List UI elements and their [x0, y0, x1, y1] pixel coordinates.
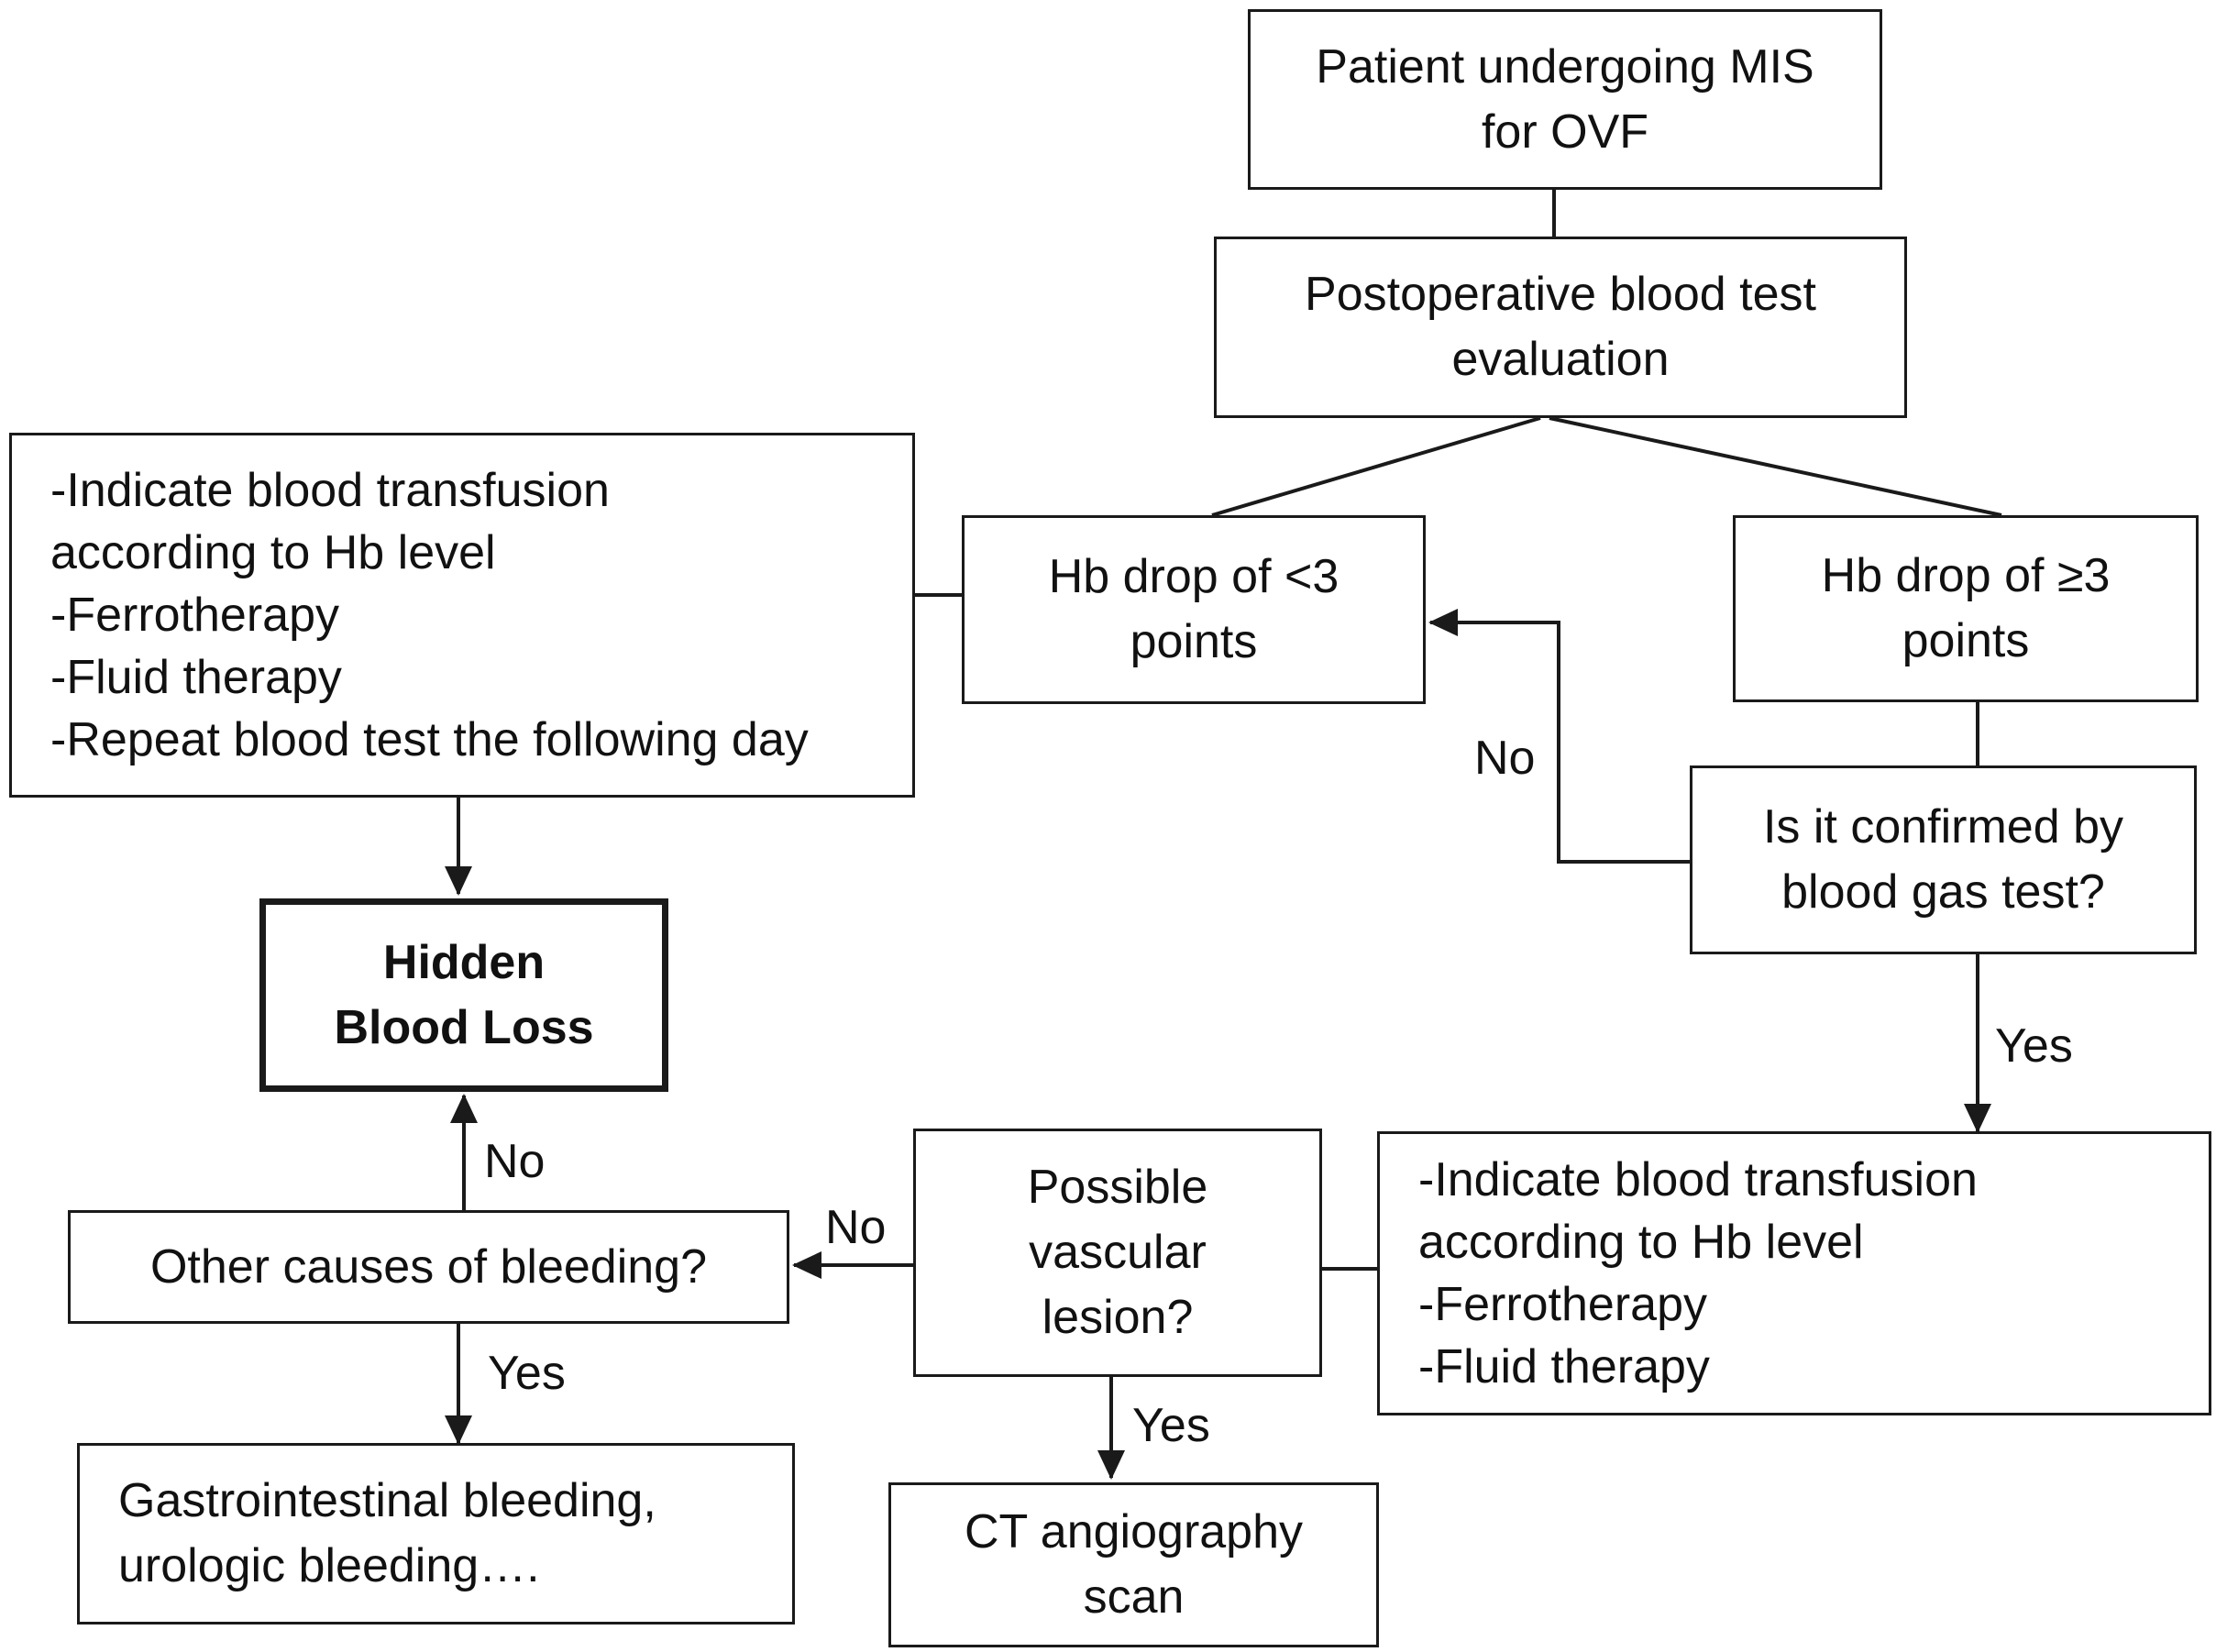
ct-scan-node: CT angiography scan — [888, 1482, 1379, 1647]
management-minor-node: -Indicate blood transfusion according to … — [9, 433, 915, 798]
management-major-text-line: according to Hb level — [1418, 1216, 1864, 1269]
edge-label-other-causes-yes: Yes — [488, 1347, 566, 1400]
vascular-question-text-line: vascular — [1029, 1226, 1207, 1279]
hb-drop-high-node: Hb drop of ≥3 points — [1733, 515, 2199, 702]
hidden-blood-loss-text-line: Blood Loss — [334, 1000, 594, 1054]
management-major-text-line: -Ferrotherapy — [1418, 1278, 1707, 1331]
management-minor-text-line: -Indicate blood transfusion — [50, 464, 610, 517]
management-major-text-line: -Indicate blood transfusion — [1418, 1153, 1978, 1206]
management-minor-text-line: -Repeat blood test the following day — [50, 713, 809, 766]
management-minor-text-line: -Fluid therapy — [50, 651, 342, 704]
blood-gas-question-text-line: blood gas test? — [1781, 865, 2105, 919]
edge-label-blood-gas-no: No — [1474, 732, 1536, 785]
other-causes-question-node: Other causes of bleeding? — [68, 1210, 789, 1324]
other-bleeding-text-line: urologic bleeding…. — [118, 1539, 540, 1592]
edge-label-vascular-no: No — [825, 1201, 887, 1254]
start-text-line: Patient undergoing MIS — [1316, 39, 1814, 94]
edge-blood-gas-no — [1428, 609, 1690, 864]
other-bleeding-node: Gastrointestinal bleeding, urologic bleed… — [77, 1443, 795, 1624]
edge-label-blood-gas-yes: Yes — [1995, 1019, 2073, 1073]
edge-label-vascular-yes: Yes — [1132, 1399, 1210, 1452]
hidden-blood-loss-text-line: Hidden — [382, 935, 546, 989]
vascular-question-text-line: lesion? — [1042, 1291, 1194, 1344]
blood-gas-question-text-line: Is it confirmed by — [1762, 800, 2124, 854]
edge-evaluation-to-hb-high — [1549, 416, 2002, 517]
hb-drop-low-text-line: points — [1130, 615, 1258, 668]
management-major-node: -Indicate blood transfusion according to … — [1377, 1131, 2211, 1415]
edge-label-other-causes-no: No — [484, 1135, 546, 1188]
hb-drop-low-text-line: Hb drop of <3 — [1048, 550, 1340, 603]
vascular-question-text-line: Possible — [1027, 1161, 1208, 1214]
ct-scan-text-line: CT angiography — [964, 1505, 1304, 1558]
management-minor-text-line: -Ferrotherapy — [50, 589, 339, 642]
hb-drop-high-text-line: Hb drop of ≥3 — [1821, 549, 2111, 602]
ct-scan-text-line: scan — [1083, 1570, 1185, 1624]
start-text-line: for OVF — [1481, 105, 1649, 159]
management-minor-text-line: according to Hb level — [50, 526, 496, 579]
evaluation-text-line: Postoperative blood test — [1305, 268, 1816, 321]
other-bleeding-text-line: Gastrointestinal bleeding, — [118, 1474, 656, 1527]
vascular-question-node: Possible vascular lesion? — [913, 1129, 1322, 1377]
start-node: Patient undergoing MIS for OVF — [1248, 9, 1882, 190]
blood-gas-question-node: Is it confirmed by blood gas test? — [1690, 765, 2197, 954]
management-major-text-line: -Fluid therapy — [1418, 1340, 1710, 1393]
evaluation-node: Postoperative blood test evaluation — [1214, 237, 1907, 418]
edge-evaluation-to-hb-low — [1211, 416, 1541, 517]
hb-drop-low-node: Hb drop of <3 points — [962, 515, 1426, 704]
other-causes-question-text-line: Other causes of bleeding? — [149, 1239, 708, 1294]
hb-drop-high-text-line: points — [1902, 614, 2030, 667]
evaluation-text-line: evaluation — [1451, 333, 1670, 386]
